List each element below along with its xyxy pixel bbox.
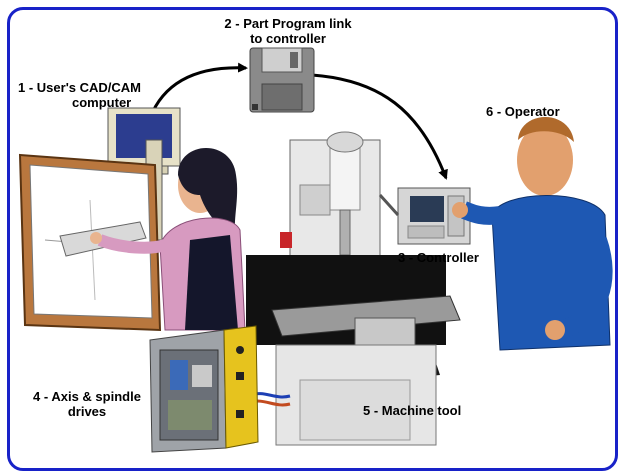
label-program-line1: 2 - Part Program link — [224, 16, 352, 31]
label-drives-line2: drives — [67, 404, 107, 419]
label-operator: 6 - Operator — [486, 104, 560, 119]
arrow-disk-to-controller — [311, 73, 448, 180]
label-cad-line2: computer — [72, 95, 132, 110]
drive-cabinet-icon — [149, 325, 259, 453]
label-cad-computer: 1 - User's CAD/CAM computer — [18, 80, 141, 110]
label-machine-tool: 5 - Machine tool — [363, 403, 462, 418]
label-cad-line1: 1 - User's CAD/CAM — [18, 80, 142, 95]
floppy-disk-icon — [249, 47, 315, 113]
label-program-line2: to controller — [250, 31, 326, 46]
milling-machine-icon — [246, 131, 461, 446]
label-part-program: 2 - Part Program link to controller — [208, 16, 368, 46]
label-axis-drives: 4 - Axis & spindle drives — [22, 389, 152, 419]
cad-workstation-icon — [18, 107, 246, 332]
operator-figure-icon — [452, 117, 613, 351]
label-controller: 3 - Controller — [398, 250, 479, 265]
arrow-computer-to-disk — [148, 62, 248, 119]
label-drives-line1: 4 - Axis & spindle — [33, 389, 141, 404]
